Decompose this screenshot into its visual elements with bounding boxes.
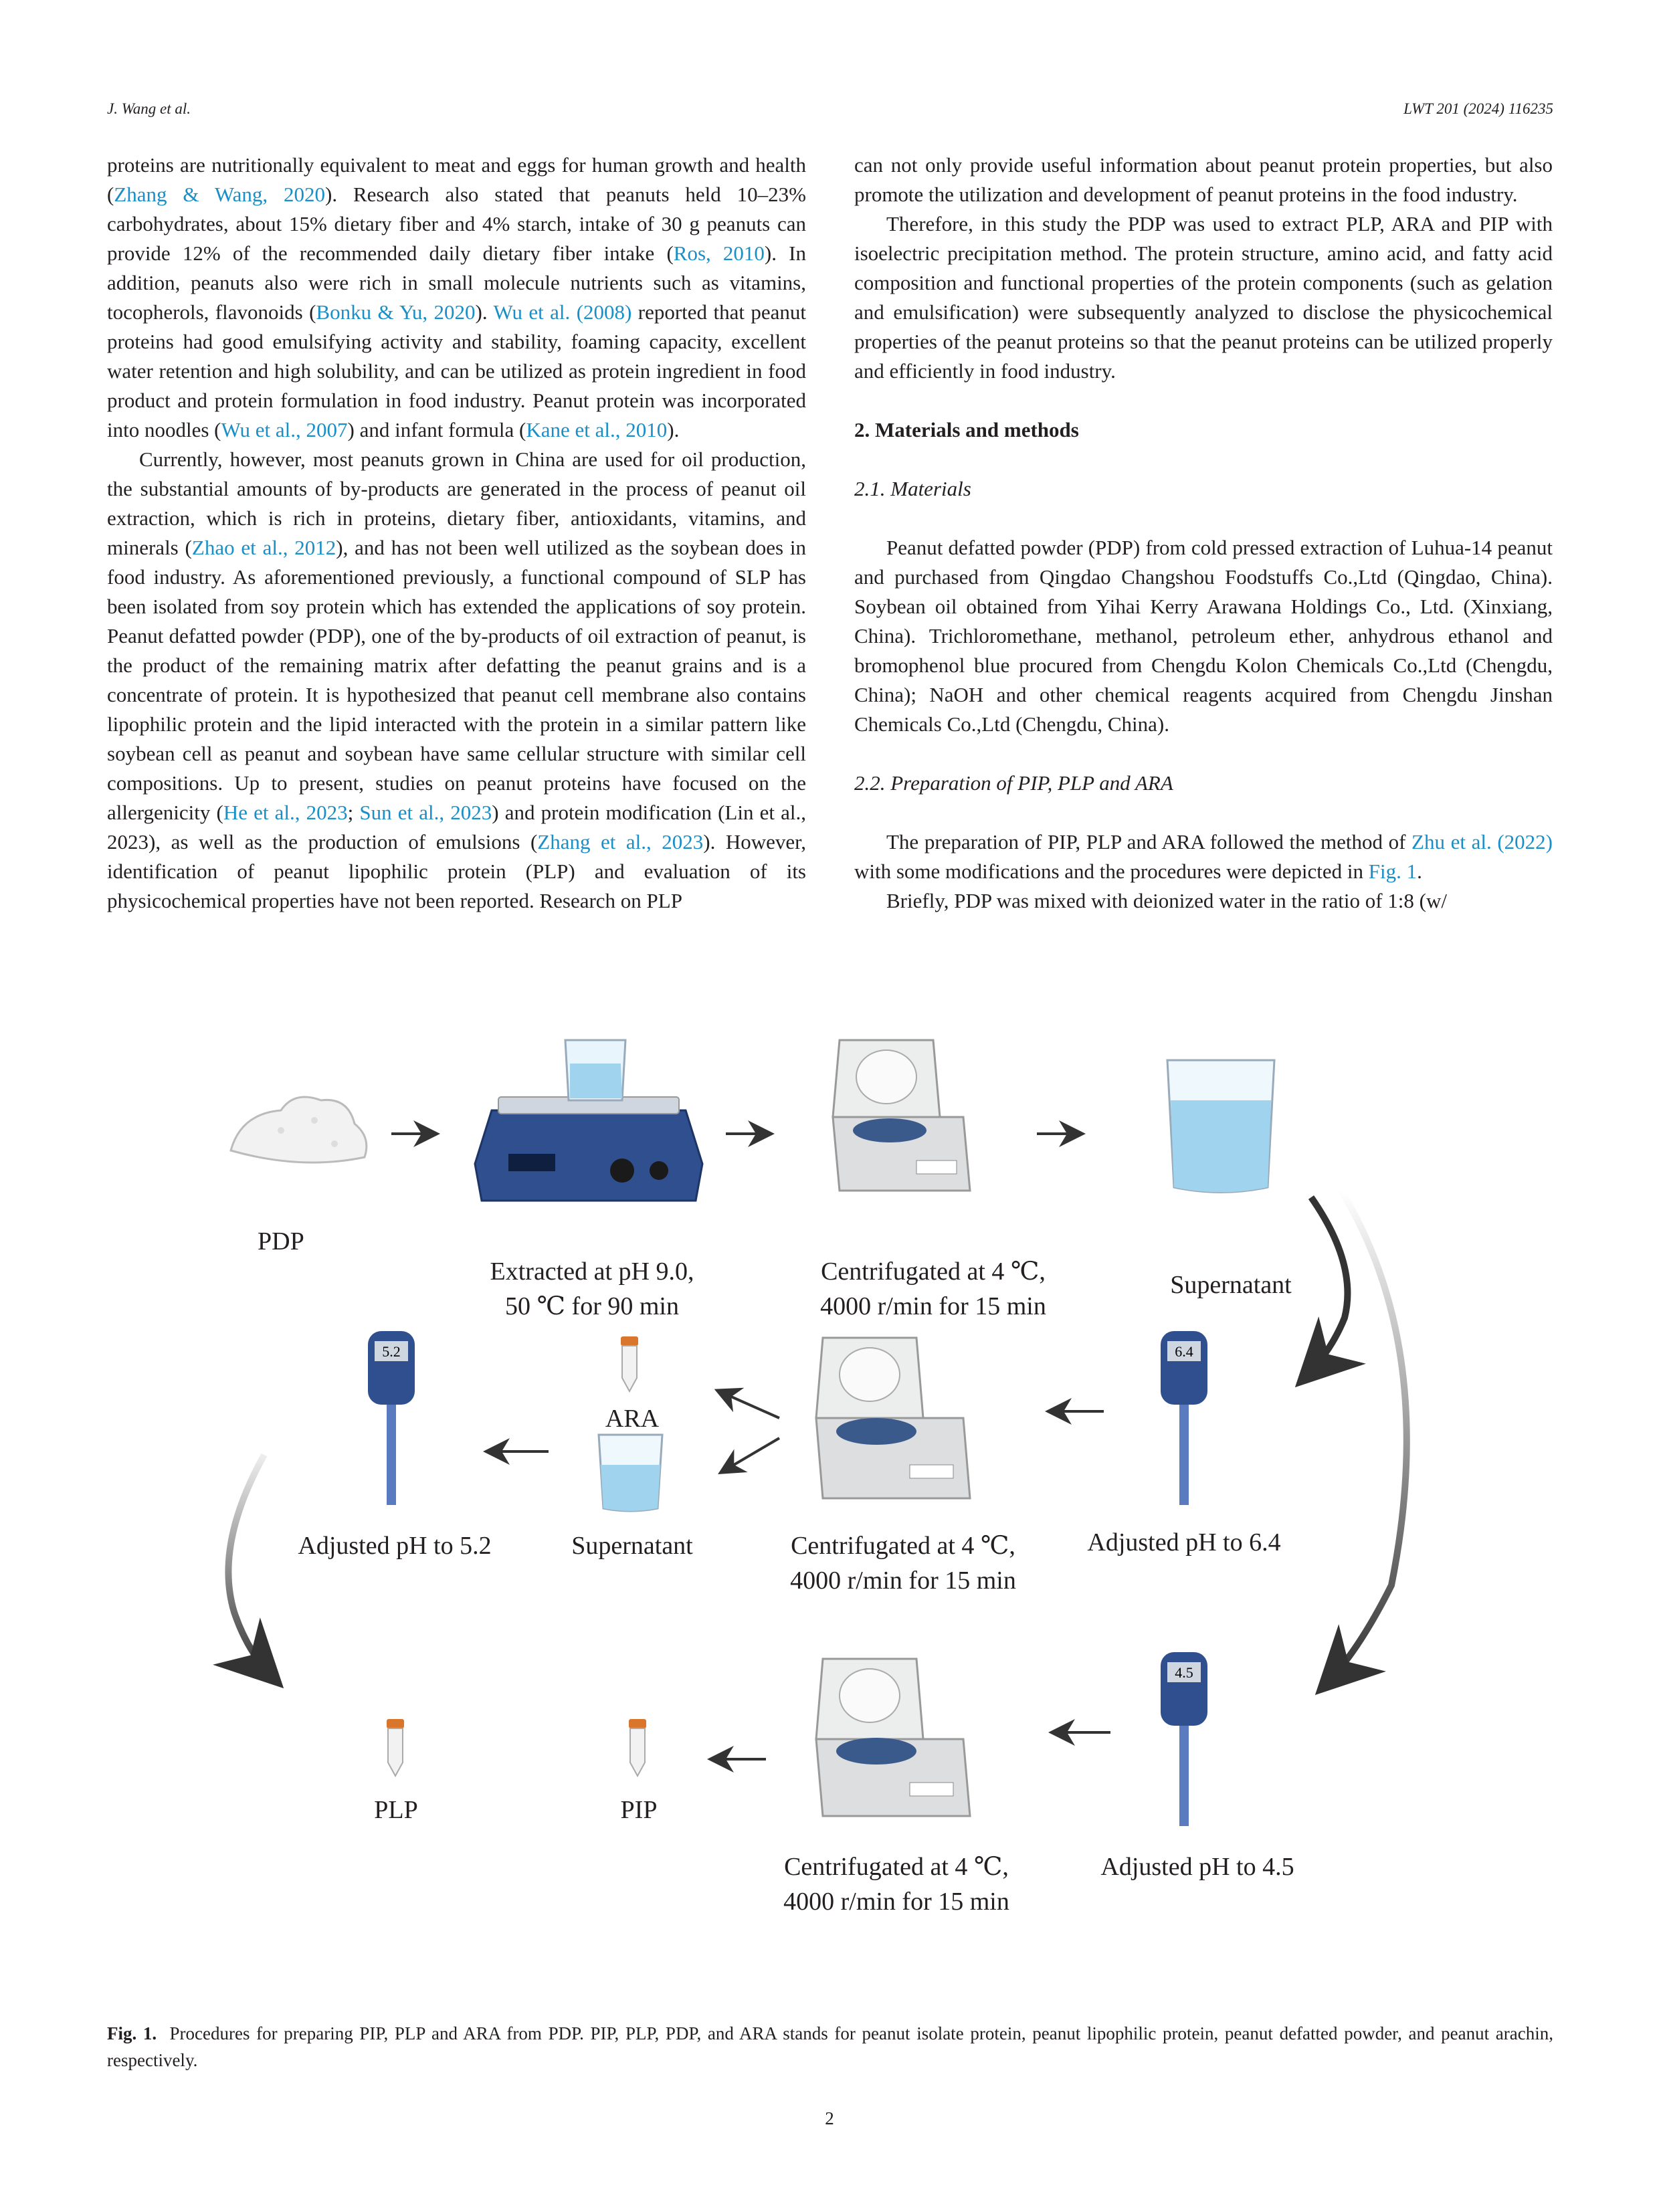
paragraph: Currently, however, most peanuts grown i… bbox=[107, 447, 807, 912]
ph-meter-icon bbox=[1161, 1331, 1207, 1505]
magnetic-stirrer-icon bbox=[474, 1039, 704, 1202]
paragraph: Briefly, PDP was mixed with deionized wa… bbox=[886, 889, 1447, 912]
powder-icon bbox=[229, 1096, 368, 1164]
paragraph: Peanut defatted powder (PDP) from cold p… bbox=[854, 536, 1553, 736]
caption-text: Procedures for preparing PIP, PLP and AR… bbox=[107, 2023, 1553, 2070]
beaker-icon bbox=[597, 1433, 664, 1512]
centrifuge-icon bbox=[832, 1039, 971, 1192]
subsection-heading: 2.2. Preparation of PIP, PLP and ARA bbox=[854, 771, 1173, 795]
label-pdp: PDP bbox=[258, 1227, 304, 1255]
label-ara: ARA bbox=[605, 1405, 660, 1433]
paragraph: Therefore, in this study the PDP was use… bbox=[854, 212, 1553, 383]
subsection-heading: 2.1. Materials bbox=[854, 477, 971, 500]
left-column: proteins are nutritionally equivalent to… bbox=[107, 150, 806, 916]
figure-link[interactable]: Fig. 1 bbox=[1368, 860, 1418, 883]
figure-1: 6.4 5.2 4.5 PDP Extracted at pH 9.0,50 ℃… bbox=[0, 1037, 1659, 2007]
right-column: can not only provide useful information … bbox=[854, 150, 1553, 916]
ph-meter-icon bbox=[368, 1331, 415, 1505]
curved-arrow-icon bbox=[1294, 1195, 1366, 1388]
label-extract: Extracted at pH 9.0,50 ℃ for 90 min bbox=[490, 1258, 694, 1320]
ph-meter-icon bbox=[1161, 1652, 1207, 1826]
label-supernatant-2: Supernatant bbox=[571, 1532, 693, 1560]
label-ph-5-2: Adjusted pH to 5.2 bbox=[298, 1532, 492, 1560]
meter-reading: 5.2 bbox=[382, 1343, 401, 1360]
label-supernatant-1: Supernatant bbox=[1170, 1271, 1292, 1299]
citation-link[interactable]: Wu et al. (2008) bbox=[493, 300, 632, 324]
label-ph-6-4: Adjusted pH to 6.4 bbox=[1087, 1528, 1281, 1556]
citation-link[interactable]: Ros, 2010 bbox=[673, 241, 765, 265]
paragraph: can not only provide useful information … bbox=[854, 153, 1553, 206]
running-header-journal: LWT 201 (2024) 116235 bbox=[1403, 100, 1553, 117]
curved-arrow-icon bbox=[1314, 1189, 1410, 1696]
citation-link[interactable]: Zhang et al., 2023 bbox=[537, 830, 704, 853]
running-header-authors: J. Wang et al. bbox=[107, 100, 191, 117]
arrow-icon bbox=[718, 1437, 781, 1475]
flow-diagram: 6.4 5.2 4.5 bbox=[213, 1039, 1410, 1826]
caption-label: Fig. 1. bbox=[107, 2023, 157, 2043]
meter-reading: 4.5 bbox=[1175, 1664, 1193, 1681]
tube-icon bbox=[629, 1719, 646, 1778]
label-centrifuge-1: Centrifugated at 4 ℃,4000 r/min for 15 m… bbox=[820, 1258, 1046, 1320]
arrow-icon bbox=[714, 1387, 780, 1419]
paragraph: The preparation of PIP, PLP and ARA foll… bbox=[854, 830, 1553, 883]
citation-link[interactable]: Sun et al., 2023 bbox=[359, 801, 492, 824]
beaker-icon bbox=[1166, 1059, 1276, 1193]
citation-link[interactable]: He et al., 2023 bbox=[223, 801, 348, 824]
citation-link[interactable]: Zhang & Wang, 2020 bbox=[114, 183, 326, 206]
curved-arrow-icon bbox=[213, 1453, 284, 1689]
citation-link[interactable]: Wu et al., 2007 bbox=[221, 418, 348, 441]
figure-caption: Fig. 1. Procedures for preparing PIP, PL… bbox=[107, 2020, 1553, 2074]
label-centrifuge-2: Centrifugated at 4 ℃,4000 r/min for 15 m… bbox=[790, 1532, 1016, 1595]
citation-link[interactable]: Bonku & Yu, 2020 bbox=[316, 300, 476, 324]
meter-reading: 6.4 bbox=[1175, 1343, 1193, 1360]
tube-icon bbox=[621, 1336, 638, 1393]
section-heading: 2. Materials and methods bbox=[854, 418, 1079, 441]
centrifuge-icon bbox=[815, 1336, 971, 1500]
centrifuge-icon bbox=[815, 1657, 971, 1817]
tube-icon bbox=[387, 1719, 404, 1778]
paragraph: proteins are nutritionally equivalent to… bbox=[107, 153, 806, 441]
citation-link[interactable]: Zhu et al. (2022) bbox=[1411, 830, 1553, 853]
label-centrifuge-3: Centrifugated at 4 ℃,4000 r/min for 15 m… bbox=[783, 1853, 1009, 1916]
citation-link[interactable]: Kane et al., 2010 bbox=[526, 418, 668, 441]
label-ph-4-5: Adjusted pH to 4.5 bbox=[1100, 1853, 1294, 1881]
label-pip: PIP bbox=[620, 1796, 658, 1824]
label-plp: PLP bbox=[374, 1796, 418, 1824]
page-number: 2 bbox=[825, 2108, 834, 2128]
citation-link[interactable]: Zhao et al., 2012 bbox=[191, 536, 336, 559]
